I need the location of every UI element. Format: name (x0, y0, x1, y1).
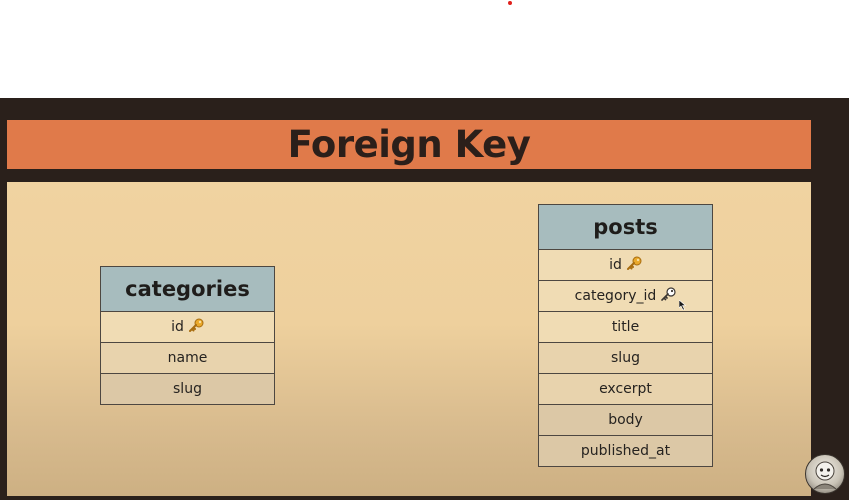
categories-row-slug: slug (101, 374, 274, 404)
posts-row-body-label: body (608, 412, 643, 428)
primary-key-icon (188, 318, 204, 336)
categories-row-id: id (101, 312, 274, 343)
diagram-board: categories id name slug posts (7, 182, 811, 496)
posts-row-slug: slug (539, 343, 712, 374)
slide-frame: Foreign Key categories id name slug (0, 98, 849, 500)
recording-dot (508, 1, 512, 5)
posts-row-title-label: title (611, 319, 640, 335)
posts-row-body: body (539, 405, 712, 436)
posts-row-slug-label: slug (611, 350, 640, 366)
posts-table: posts id category_id (538, 204, 713, 467)
posts-row-published-at-label: published_at (580, 443, 671, 459)
posts-row-excerpt-label: excerpt (599, 381, 652, 397)
posts-row-excerpt: excerpt (539, 374, 712, 405)
categories-row-name: name (101, 343, 274, 374)
posts-table-header: posts (539, 205, 712, 250)
channel-avatar-icon (805, 454, 845, 494)
posts-row-id: id (539, 250, 712, 281)
posts-row-published-at: published_at (539, 436, 712, 466)
posts-row-category-id-label: category_id (574, 288, 657, 304)
categories-table-header: categories (101, 267, 274, 312)
mouse-cursor-icon (679, 300, 687, 310)
primary-key-icon (626, 256, 642, 274)
posts-row-id-label: id (609, 257, 622, 273)
slide-title: Foreign Key (287, 123, 531, 166)
title-bar: Foreign Key (7, 120, 811, 169)
posts-row-title: title (539, 312, 712, 343)
categories-row-slug-label: slug (173, 381, 202, 397)
categories-table: categories id name slug (100, 266, 275, 405)
categories-row-name-label: name (167, 350, 208, 366)
foreign-key-icon (660, 287, 676, 305)
categories-row-id-label: id (171, 319, 184, 335)
